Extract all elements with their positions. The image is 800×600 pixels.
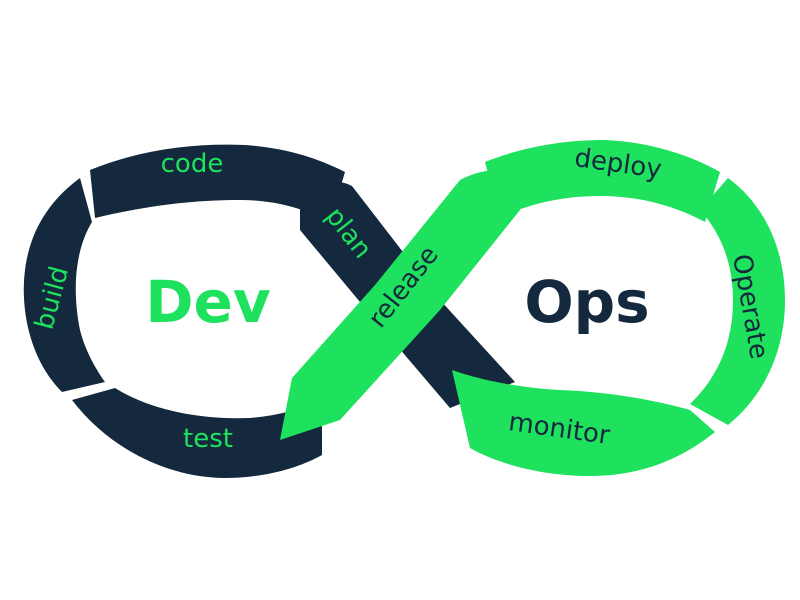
center-word-ops: Ops: [524, 268, 649, 336]
test-segment: [72, 388, 322, 478]
deploy-segment: [485, 140, 720, 222]
monitor-segment: [452, 370, 715, 476]
stage-label-test: test: [183, 424, 233, 454]
build-segment: [23, 178, 105, 392]
release-segment: [280, 169, 520, 440]
ops-loop: [280, 140, 785, 476]
center-word-dev: Dev: [145, 268, 270, 336]
code-segment: [90, 144, 345, 222]
stage-label-code: code: [161, 149, 224, 179]
operate-segment: [690, 178, 785, 425]
